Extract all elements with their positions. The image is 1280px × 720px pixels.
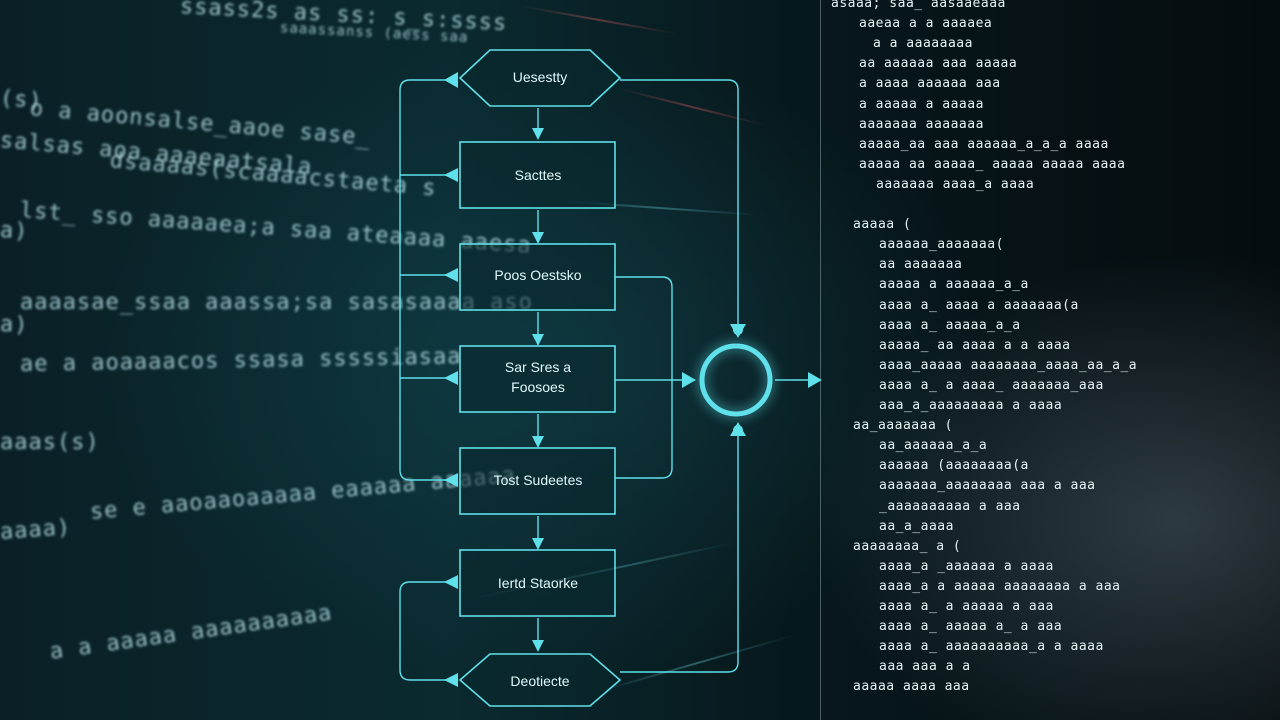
node-label: Uesestty bbox=[513, 69, 567, 85]
code-line: aaaaaaa aaaa_a aaaa bbox=[876, 176, 1035, 192]
node-label: Foosoes bbox=[511, 379, 565, 395]
code-line: aaaaa aaaa aaa bbox=[853, 679, 970, 695]
code-line: aaaa a_ aaaaaaaaaa_a a aaaa bbox=[879, 639, 1104, 655]
code-line: aaaa a_ a aaaa_ aaaaaaa_aaa bbox=[879, 377, 1104, 393]
node-label: Sar Sres a bbox=[505, 359, 571, 375]
code-line: aaaaaa_aaaaaaa( bbox=[879, 237, 1004, 253]
code-line: aaas(s) bbox=[0, 430, 100, 455]
code-line: aaaa a_ a aaaaa a aaa bbox=[879, 599, 1054, 614]
code-line: a aaaaa a aaaaa bbox=[859, 96, 984, 112]
background-code-left: ssass2s as ss: s_s:ssss saaassanss (aess… bbox=[0, 0, 532, 720]
node-label: Tost Sudeetes bbox=[494, 472, 583, 488]
node-step-4[interactable]: Tost Sudeetes bbox=[459, 447, 616, 515]
code-line: aaaa_aaaaa aaaaaaaa_aaaa_aa_a_a bbox=[879, 357, 1138, 373]
code-line: aaeaa a a aaaaea bbox=[859, 16, 993, 32]
code-line: aaaa a_ aaaa a aaaaaaa(a bbox=[879, 297, 1079, 313]
code-line: aaaaa a aaaaaa_a_a bbox=[879, 277, 1029, 293]
code-line: aa aaaaaa aaa aaaaa bbox=[859, 56, 1018, 72]
node-label: Poos Oestsko bbox=[494, 267, 581, 283]
connector bbox=[615, 276, 673, 479]
code-line: aaaaaa (aaaaaaaa(a bbox=[879, 458, 1029, 474]
node-step-3[interactable]: Sar Sres a Foosoes bbox=[459, 345, 616, 413]
code-line: a aaaa aaaaaa aaa bbox=[859, 76, 1001, 92]
connector-markers bbox=[444, 72, 822, 687]
code-panel-right: asaaa; saa_ aasaaeaaa aaeaa a a aaaaea a a… bbox=[820, 0, 1280, 720]
code-line: _aaaaaaaaaa a aaa bbox=[879, 498, 1021, 514]
node-step-1[interactable]: Sacttes bbox=[459, 141, 616, 209]
code-line: aa_aaaaaaa ( bbox=[853, 418, 953, 434]
node-label: Iertd Staorke bbox=[498, 575, 578, 591]
code-line: aaaa_a _aaaaaa a aaaa bbox=[879, 558, 1054, 574]
code-line: aaaaaaaa_ a ( bbox=[853, 538, 962, 554]
code-line: aaaaaaa_aaaaaaaa aaa a aaa bbox=[879, 478, 1096, 494]
down-arrows bbox=[532, 108, 544, 652]
connector bbox=[620, 79, 739, 325]
loop-connector bbox=[399, 581, 455, 681]
code-line: aaa_a_aaaaaaaaa a aaaa bbox=[879, 398, 1063, 413]
code-line: aa aaaaaaa bbox=[879, 257, 963, 273]
code-line: aaaaa_aa aaa aaaaaa_a_a_a aaaa bbox=[859, 136, 1109, 152]
code-line: aaaaaaa aaaaaaa bbox=[859, 116, 984, 132]
code-line: aaaaa_ aa aaaa a a aaaa bbox=[879, 337, 1071, 353]
code-line: aa_a_aaaa bbox=[879, 518, 954, 534]
code-line: aaaaa aa aaaaa_ aaaaa aaaaa aaaa bbox=[859, 156, 1126, 172]
connector bbox=[620, 432, 739, 673]
code-line: aaaasae_ssaa aaassa;sa sasasaaaa aso bbox=[20, 290, 533, 315]
code-line: aaaaa ( bbox=[853, 217, 912, 233]
node-step-5[interactable]: Iertd Staorke bbox=[459, 549, 616, 617]
code-line: aa_aaaaaa_a_a bbox=[879, 438, 988, 454]
node-end[interactable]: Deotiecte bbox=[458, 653, 622, 707]
code-line: aaaa_a a aaaaa aaaaaaaa a aaa bbox=[879, 578, 1121, 594]
node-hub[interactable] bbox=[699, 343, 773, 417]
code-line: aaaa a_ aaaaa_a_a bbox=[879, 317, 1021, 333]
code-line: asaaa; saa_ aasaaeaaa bbox=[831, 0, 1006, 11]
node-label: Sacttes bbox=[515, 167, 562, 183]
node-start[interactable]: Uesestty bbox=[458, 49, 622, 107]
code-line: aaaa a_ aaaaa a_ a aaa bbox=[879, 619, 1063, 635]
node-label: Deotiecte bbox=[510, 673, 569, 689]
code-line: aaa aaa a a bbox=[879, 659, 971, 675]
code-line: a a aaaaaaaa bbox=[873, 36, 973, 52]
node-step-2[interactable]: Poos Oestsko bbox=[459, 243, 616, 311]
loop-connector bbox=[399, 79, 455, 481]
